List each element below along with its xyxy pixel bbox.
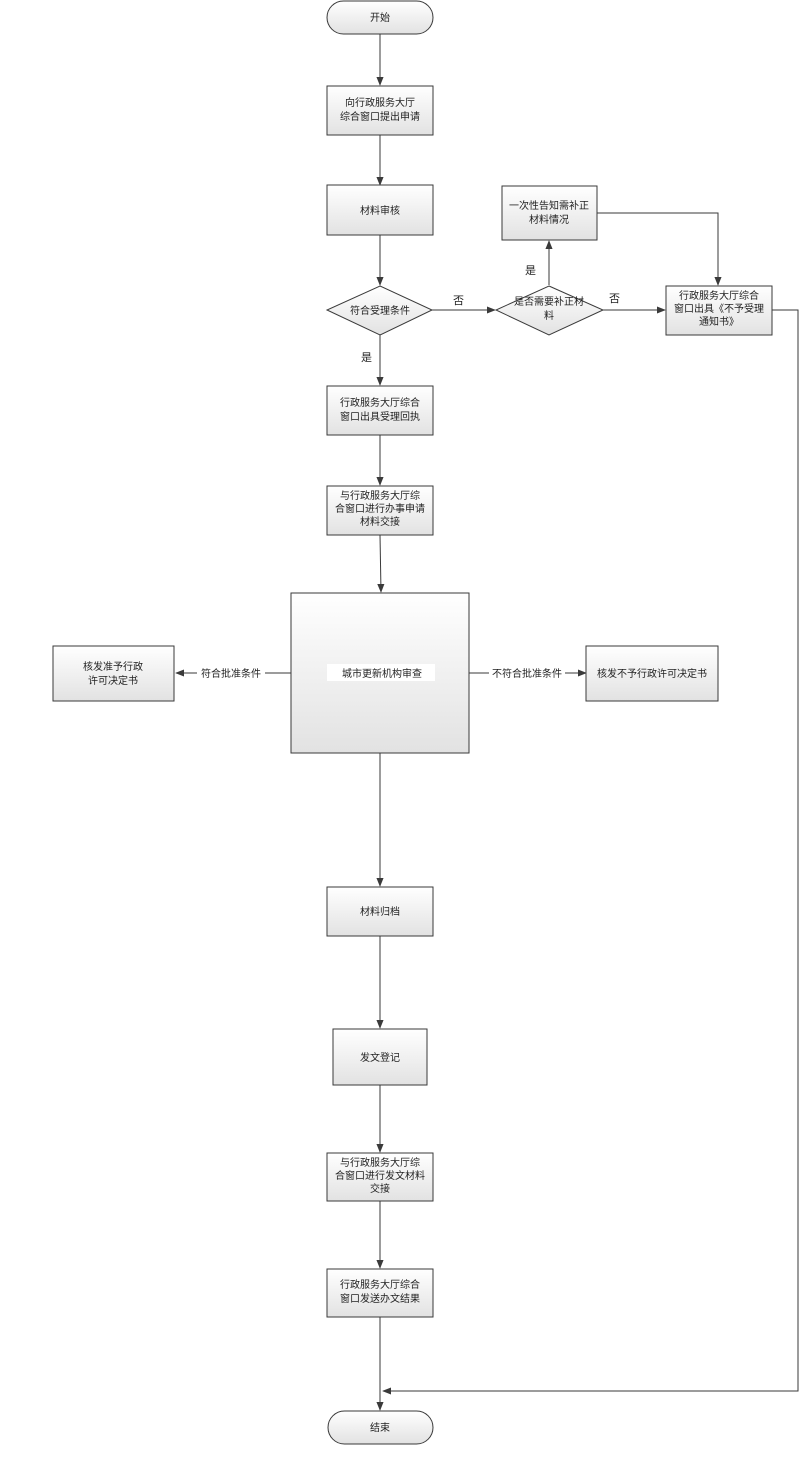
handover-doc-node: 与行政服务大厅综 合窗口进行发文材料 交接 bbox=[326, 1152, 434, 1202]
edge-handover-agency bbox=[377, 534, 385, 593]
supplement-decision: 是否需要补正材 料 bbox=[494, 285, 605, 336]
reject-node: 核发不予行政许可决定书 bbox=[585, 645, 719, 702]
handover-doc-line3: 交接 bbox=[370, 1182, 390, 1195]
label-meets-approval: 符合批准条件 bbox=[201, 667, 261, 680]
reject-label: 核发不予行政许可决定书 bbox=[597, 667, 707, 680]
handover-doc-line2: 合窗口进行发文材料 bbox=[335, 1169, 425, 1182]
approve-line1: 核发准予行政 bbox=[83, 660, 143, 673]
review-label: 材料审核 bbox=[360, 204, 400, 217]
end-label: 结束 bbox=[370, 1421, 390, 1434]
edge-notify-notaccept bbox=[597, 212, 722, 286]
send-result-node: 行政服务大厅综合 窗口发送办文结果 bbox=[326, 1268, 434, 1318]
notify-once-line2: 材料情况 bbox=[529, 213, 569, 226]
register-label: 发文登记 bbox=[360, 1051, 400, 1064]
send-result-line1: 行政服务大厅综合 bbox=[340, 1278, 420, 1291]
send-result-line2: 窗口发送办文结果 bbox=[340, 1292, 420, 1305]
agency-review-label-bg bbox=[327, 664, 435, 681]
meets-approval-label-bg bbox=[197, 665, 265, 680]
label-no-supplement: 否 bbox=[609, 292, 620, 305]
apply-label-line1: 向行政服务大厅 bbox=[345, 96, 415, 109]
accept-condition-decision: 符合受理条件 bbox=[325, 285, 434, 336]
label-yes-accept: 是 bbox=[361, 351, 372, 364]
not-accept-line3: 通知书》 bbox=[699, 315, 739, 328]
handover-apply-line3: 材料交接 bbox=[360, 515, 400, 528]
supplement-label-line2: 料 bbox=[544, 309, 554, 322]
label-no-accept: 否 bbox=[453, 294, 464, 307]
handover-apply-line2: 合窗口进行办事申请 bbox=[335, 502, 425, 515]
label-not-meets-approval: 不符合批准条件 bbox=[492, 667, 562, 680]
supplement-label-line1: 是否需要补正材 bbox=[514, 295, 584, 308]
archive-node: 材料归档 bbox=[326, 886, 434, 937]
receipt-line2: 窗口出具受理回执 bbox=[340, 410, 420, 423]
approve-line2: 许可决定书 bbox=[88, 674, 138, 687]
apply-node: 向行政服务大厅 综合窗口提出申请 bbox=[326, 85, 434, 136]
register-node: 发文登记 bbox=[332, 1028, 428, 1086]
connectors bbox=[175, 34, 799, 1411]
not-accept-line2: 窗口出具《不予受理 bbox=[674, 302, 764, 315]
agency-review-node: 城市更新机构审查 bbox=[290, 592, 470, 754]
handover-apply-node: 与行政服务大厅综 合窗口进行办事申请 材料交接 bbox=[326, 485, 434, 536]
not-accept-notice-node: 行政服务大厅综合 窗口出具《不予受理 通知书》 bbox=[665, 285, 773, 336]
handover-doc-line1: 与行政服务大厅综 bbox=[340, 1156, 420, 1169]
not-accept-line1: 行政服务大厅综合 bbox=[679, 289, 759, 302]
start-node: 开始 bbox=[326, 0, 434, 35]
not-meets-approval-label-bg bbox=[489, 665, 565, 680]
handover-apply-line1: 与行政服务大厅综 bbox=[340, 489, 420, 502]
review-node: 材料审核 bbox=[326, 184, 434, 236]
agency-review-label: 城市更新机构审查 bbox=[342, 667, 422, 680]
edge-notaccept-end bbox=[382, 309, 799, 1395]
receipt-node: 行政服务大厅综合 窗口出具受理回执 bbox=[326, 385, 434, 436]
end-node: 结束 bbox=[327, 1410, 434, 1445]
archive-label: 材料归档 bbox=[360, 905, 400, 918]
approve-node: 核发准予行政 许可决定书 bbox=[52, 645, 175, 702]
notify-once-node: 一次性告知需补正 材料情况 bbox=[501, 185, 598, 241]
apply-label-line2: 综合窗口提出申请 bbox=[340, 110, 420, 123]
label-yes-supplement: 是 bbox=[525, 264, 536, 277]
notify-once-line1: 一次性告知需补正 bbox=[509, 199, 589, 212]
receipt-line1: 行政服务大厅综合 bbox=[340, 396, 420, 409]
accept-condition-label: 符合受理条件 bbox=[350, 304, 410, 317]
start-label: 开始 bbox=[370, 11, 390, 24]
